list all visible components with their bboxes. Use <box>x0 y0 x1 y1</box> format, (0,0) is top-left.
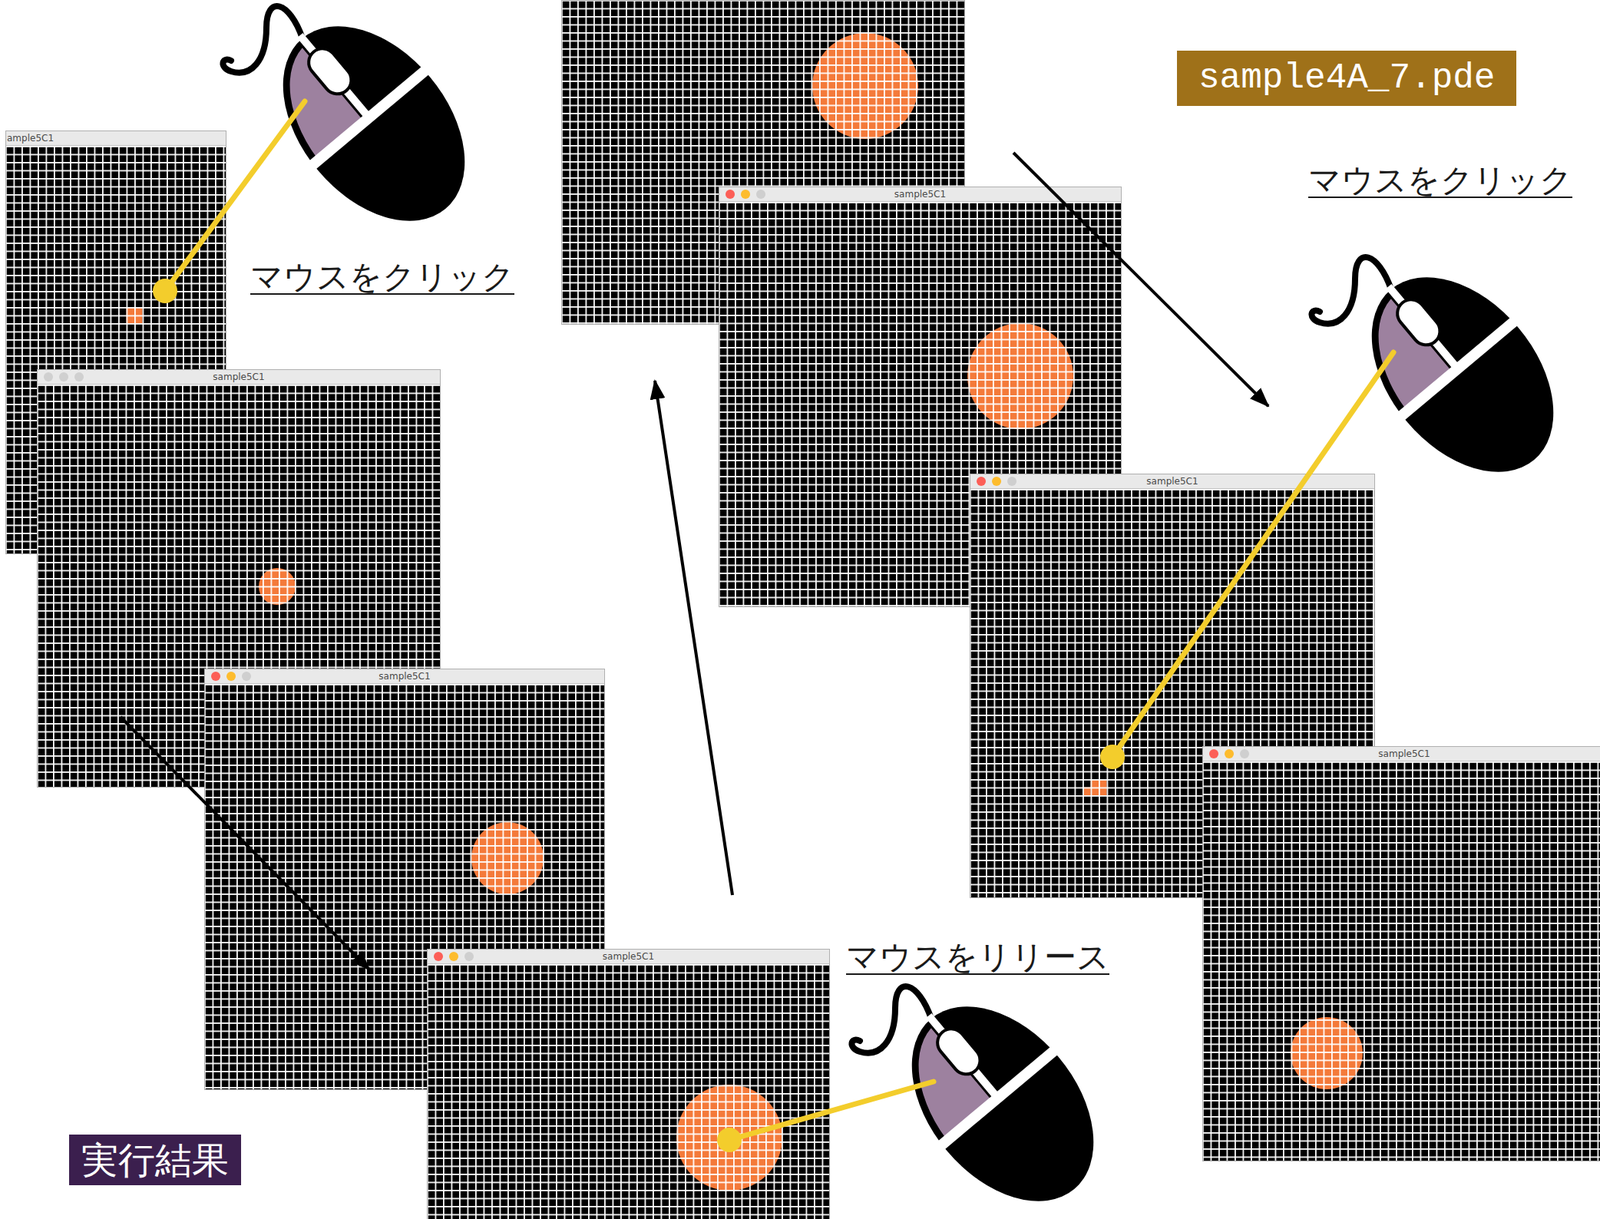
result-tag: 実行結果 <box>69 1134 242 1186</box>
tag-text: 実行結果 <box>81 1138 229 1182</box>
flow-arrow <box>1013 152 1269 407</box>
window-button <box>725 189 735 199</box>
title-bar <box>36 369 441 385</box>
title-bar-edge <box>1202 760 1600 762</box>
window-frame <box>1202 746 1600 1162</box>
orange-cells <box>1090 779 1108 796</box>
window-title: sample5C1 <box>1202 746 1600 762</box>
title-bar-edge <box>204 683 605 685</box>
window-button <box>226 671 236 681</box>
action-label: マウスをクリック <box>1308 161 1573 200</box>
orange-circle <box>258 568 296 605</box>
cell-grid <box>1202 761 1600 1162</box>
orange-cells <box>126 307 143 324</box>
orange-circle <box>967 323 1074 430</box>
orange-circle <box>471 822 544 895</box>
window-button <box>74 372 84 382</box>
window-title-text: sample5C1 <box>212 371 265 383</box>
title-bar <box>1202 746 1600 762</box>
app-window: sample5C1 <box>426 948 830 1219</box>
window-button <box>1224 749 1234 759</box>
window-button <box>1209 749 1219 759</box>
action-label: マウスをクリック <box>250 257 515 297</box>
pointer-dot <box>152 278 178 304</box>
window-button <box>740 189 751 199</box>
window-button <box>59 372 69 382</box>
window-frame <box>426 948 830 1219</box>
window-button <box>211 671 221 681</box>
window-button <box>991 476 1002 486</box>
title-bar-edge <box>5 145 227 146</box>
orange-circle <box>1290 1017 1363 1090</box>
flow-arrow <box>654 380 733 896</box>
window-title-text: sample5C1 <box>894 188 946 200</box>
window-title-text: ample5C1 <box>6 132 54 144</box>
window-title: ample5C1 <box>5 130 227 146</box>
window-button <box>1239 749 1250 759</box>
canvas-area <box>1202 761 1600 1162</box>
app-window: sample5C1 <box>1202 746 1600 1162</box>
window-button <box>433 952 443 962</box>
canvas-area <box>426 964 830 1219</box>
window-button <box>1007 476 1017 486</box>
window-button <box>43 372 53 382</box>
tag-text: sample4A_7.pde <box>1198 58 1495 99</box>
cell-grid <box>426 964 830 1219</box>
window-title: sample5C1 <box>426 948 830 965</box>
window-title: sample5C1 <box>36 369 441 385</box>
mouse-icon <box>222 0 506 264</box>
window-title: sample5C1 <box>718 186 1122 202</box>
pointer-line <box>729 1081 934 1141</box>
title-bar <box>426 948 830 965</box>
mouse-icon <box>1311 236 1594 515</box>
window-button <box>756 189 766 199</box>
title-bar <box>204 668 605 685</box>
title-bar-edge <box>969 488 1376 490</box>
window-button <box>464 952 474 962</box>
title-bar <box>969 473 1376 490</box>
pointer-dot <box>717 1127 742 1153</box>
file-name-tag: sample4A_7.pde <box>1176 50 1517 106</box>
window-title-text: sample5C1 <box>1146 476 1198 487</box>
title-bar-edge <box>36 383 441 385</box>
window-title-text: sample5C1 <box>378 671 430 682</box>
window-title: sample5C1 <box>969 473 1376 490</box>
pointer-dot <box>1100 744 1125 770</box>
title-bar <box>5 130 227 146</box>
window-border <box>1203 747 1600 1162</box>
title-bar-edge <box>426 963 830 965</box>
window-button <box>241 671 252 681</box>
pointer-line <box>1112 352 1394 758</box>
window-title: sample5C1 <box>204 668 605 685</box>
action-label: マウスをリリース <box>846 938 1110 977</box>
window-button <box>976 476 986 486</box>
window-title-text: sample5C1 <box>602 951 655 962</box>
window-border <box>427 949 830 1219</box>
window-title-text: sample5C1 <box>1378 748 1430 760</box>
window-button <box>449 952 459 962</box>
orange-circle <box>812 33 919 139</box>
orange-cells <box>1082 787 1091 797</box>
flow-arrow <box>120 717 370 970</box>
orange-circle <box>676 1084 783 1191</box>
